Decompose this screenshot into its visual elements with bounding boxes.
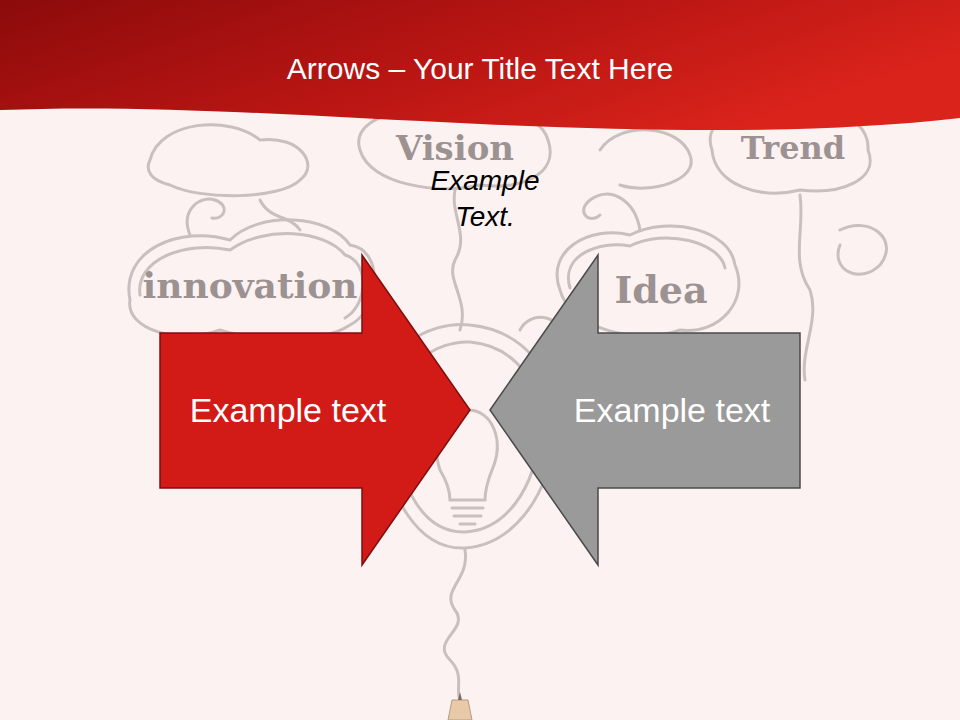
doodle-word: Vision <box>380 126 530 170</box>
arrow-text-area: Example text <box>572 333 772 488</box>
slide-title: Arrows – Your Title Text Here <box>0 52 960 86</box>
arrow-label: Example text <box>574 388 771 432</box>
example-note: Example Text. <box>400 163 570 236</box>
arrow-shape <box>490 255 800 565</box>
arrow-text-area: Example text <box>188 333 388 488</box>
arrow-label: Example text <box>190 388 387 432</box>
doodle-word: innovation <box>140 262 360 309</box>
doodle-word: Trend <box>728 128 858 170</box>
doodle-word: Idea <box>606 265 716 314</box>
